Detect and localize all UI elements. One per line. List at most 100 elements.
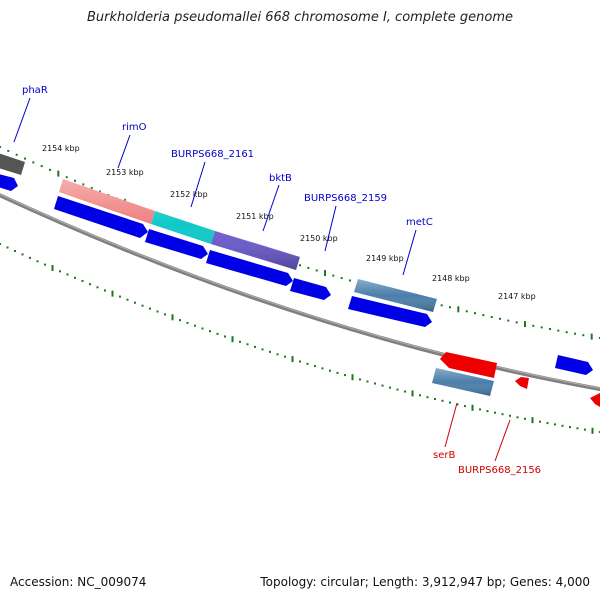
inner-ring-tick — [449, 401, 451, 404]
inner-ring-tick — [164, 313, 166, 316]
inner-ring-tick — [246, 343, 249, 346]
outer-ring-tick — [524, 321, 526, 328]
outer-ring-tick — [574, 332, 576, 335]
inner-ring-tick — [584, 428, 586, 431]
inner-ring-tick — [254, 345, 256, 348]
inner-ring-tick — [29, 256, 31, 259]
inner-ring-tick — [351, 374, 354, 381]
inner-ring-tick — [494, 411, 496, 414]
outer-ring-tick — [24, 157, 26, 160]
inner-ring-tick — [546, 422, 549, 425]
gene-label-bktB[interactable]: bktB — [269, 173, 292, 184]
gene-reverse-red-1[interactable] — [440, 352, 497, 378]
inner-ring-tick — [186, 321, 189, 324]
inner-ring-tick — [524, 417, 526, 420]
leader-bktB — [262, 184, 280, 232]
outer-ring-tick — [449, 306, 451, 309]
outer-ring-tick — [332, 274, 335, 277]
inner-ring-tick — [509, 414, 511, 417]
outer-ring-tick — [49, 168, 51, 171]
inner-ring-tick — [411, 390, 414, 397]
inner-ring-tick — [261, 348, 264, 351]
inner-ring-tick — [396, 388, 399, 391]
inner-ring-tick — [366, 380, 369, 383]
outer-ring-tick — [507, 319, 510, 322]
gene-label-rimO[interactable]: rimO — [122, 122, 147, 133]
outer-ring-tick — [349, 279, 351, 282]
inner-ring-tick — [6, 246, 9, 249]
inner-tick-ring — [0, 243, 600, 434]
inner-ring-tick — [74, 276, 76, 279]
inner-ring-tick — [36, 260, 39, 263]
inner-ring-tick — [591, 427, 594, 434]
kbp-label-2149: 2149 kbp — [366, 254, 404, 263]
gene-label-serB[interactable]: serB — [433, 450, 455, 461]
inner-ring-tick — [134, 301, 136, 304]
inner-ring-tick — [329, 369, 331, 372]
inner-ring-tick — [291, 356, 294, 363]
inner-ring-tick — [336, 371, 339, 374]
gene-label-metC[interactable]: metC — [406, 217, 433, 228]
cds-forward-4[interactable] — [206, 250, 293, 286]
kbp-label-2152: 2152 kbp — [170, 190, 208, 199]
inner-ring-tick — [419, 394, 421, 397]
outer-ring-tick — [515, 321, 518, 324]
outer-ring-tick — [299, 264, 301, 267]
outer-ring-tick — [82, 183, 85, 186]
inner-ring-tick — [66, 273, 69, 276]
gene-serB-shade — [432, 368, 494, 396]
outer-ring-tick — [324, 270, 326, 277]
gene-label-BURPS668_2156[interactable]: BURPS668_2156 — [458, 465, 541, 476]
inner-ring-tick — [201, 327, 204, 330]
cds-forward-2[interactable] — [54, 196, 148, 238]
outer-ring-tick — [315, 269, 318, 272]
gene-phaR[interactable] — [0, 152, 25, 175]
gene-reverse-red-2[interactable] — [515, 377, 529, 389]
gene-label-BURPS668_2161[interactable]: BURPS668_2161 — [171, 149, 254, 160]
inner-ring-tick — [216, 332, 219, 335]
inner-ring-tick — [171, 314, 174, 321]
inner-ring-tick — [59, 270, 61, 273]
cds-forward-3[interactable] — [145, 229, 208, 259]
inner-ring-tick — [111, 290, 114, 297]
outer-ring-tick — [90, 187, 93, 189]
accession-text: Accession: NC_009074 — [10, 575, 147, 589]
kbp-label-2147: 2147 kbp — [498, 292, 536, 301]
outer-ring-tick — [490, 316, 493, 318]
outer-ring-tick — [532, 324, 535, 327]
gene-label-phaR[interactable]: phaR — [22, 85, 48, 96]
cds-forward-1[interactable] — [0, 173, 18, 191]
chromosome-backbone-highlight — [0, 193, 600, 389]
inner-ring-tick — [299, 360, 301, 363]
gene-label-BURPS668_2159[interactable]: BURPS668_2159 — [304, 193, 387, 204]
inner-ring-tick — [359, 378, 361, 381]
outer-ring-tick — [7, 149, 10, 152]
gene-reverse-red-3[interactable] — [590, 393, 600, 407]
inner-ring-tick — [96, 286, 99, 289]
outer-ring-tick — [474, 312, 476, 315]
outer-ring-tick — [590, 333, 593, 340]
inner-ring-tick — [539, 420, 541, 423]
cds-forward-7[interactable] — [555, 355, 593, 375]
outer-ring-tick — [65, 176, 68, 179]
inner-ring-tick — [239, 340, 241, 343]
kbp-label-2150: 2150 kbp — [300, 234, 338, 243]
leader-BURPS668_2159 — [324, 205, 337, 252]
outer-ring-tick — [540, 326, 543, 329]
outer-ring-tick — [565, 331, 568, 334]
inner-ring-tick — [434, 398, 436, 400]
outer-ring-tick — [32, 161, 35, 164]
leader-metC — [402, 229, 417, 276]
outer-ring-tick — [499, 317, 501, 320]
leader-serB — [444, 402, 458, 448]
cds-forward-6[interactable] — [348, 296, 432, 327]
gene-shade-2 — [354, 279, 437, 312]
inner-ring-tick — [464, 405, 466, 408]
gene-shade-1 — [59, 179, 300, 270]
cds-forward-5[interactable] — [290, 278, 331, 300]
inner-ring-tick — [516, 416, 519, 419]
inner-ring-tick — [441, 399, 444, 402]
inner-ring-tick — [141, 304, 144, 307]
inner-ring-tick — [21, 253, 24, 256]
leader-rimO — [117, 134, 131, 169]
